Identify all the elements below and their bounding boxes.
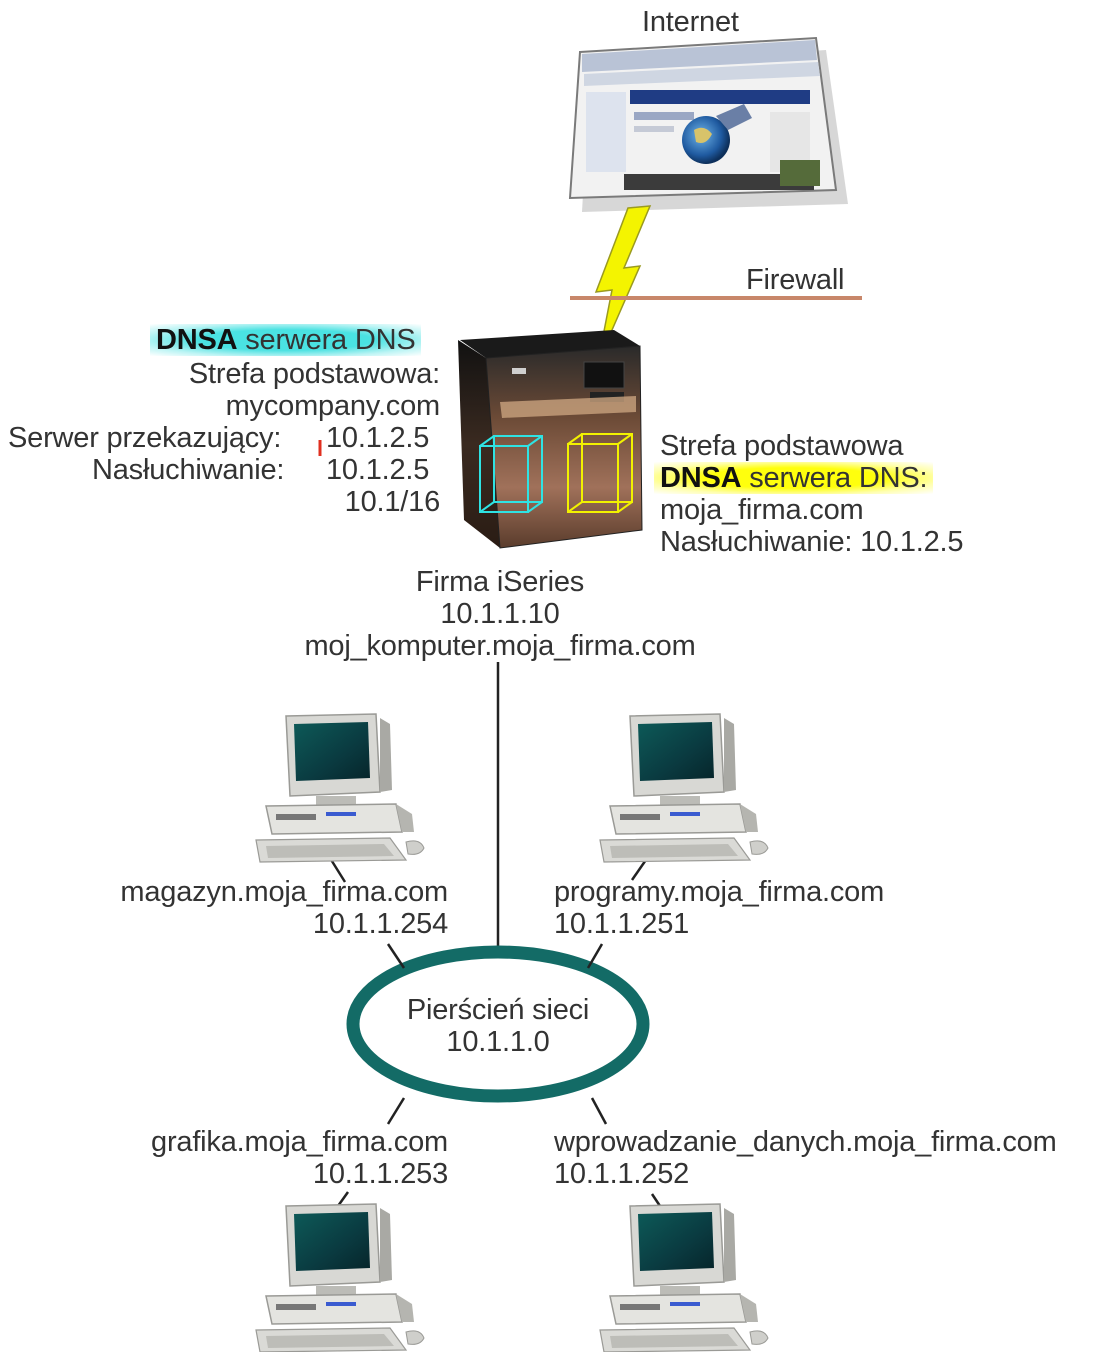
client-programy-ip: 10.1.1.251 (554, 908, 690, 940)
internet-label: Internet (642, 6, 739, 38)
dns-left-line5: 10.1/16 (344, 486, 441, 518)
dns-right-title: DNSA serwera DNS: (654, 462, 934, 494)
server-tower-icon (458, 330, 643, 549)
dns-right-line3: moja_firma.com (660, 494, 864, 526)
dns-right-line4: Nasłuchiwanie: 10.1.2.5 (660, 526, 964, 558)
lightning-icon (594, 205, 652, 363)
ring-name: Pierścień sieci (406, 994, 590, 1026)
client-wprowadzanie-ip: 10.1.1.252 (554, 1158, 690, 1190)
server-name: Firma iSeries (415, 566, 585, 598)
dns-left-title-rest: serwera DNS (237, 324, 416, 356)
client-wprowadzanie-host: wprowadzanie_danych.moja_firma.com (554, 1126, 1057, 1158)
dns-left-title: DNSA serwera DNS (150, 324, 422, 356)
dns-right-title-bold: DNSA (660, 462, 742, 494)
dns-right-line1: Strefa podstawowa (660, 430, 904, 462)
firewall-label: Firewall (746, 264, 845, 296)
computer-icon-programy (599, 713, 769, 863)
dns-left-title-bold: DNSA (156, 324, 238, 356)
dns-right-title-rest: serwera DNS: (741, 462, 928, 494)
client-magazyn-ip: 10.1.1.254 (312, 908, 448, 940)
network-ring (346, 945, 650, 1103)
client-grafika-ip: 10.1.1.253 (312, 1158, 448, 1190)
dns-left-line1: Strefa podstawowa: (188, 358, 440, 390)
computer-icon-magazyn (255, 713, 425, 863)
computer-icon-wprowadzanie (599, 1203, 769, 1352)
server-ip: 10.1.1.10 (440, 598, 560, 630)
client-programy-host: programy.moja_firma.com (554, 876, 885, 908)
ring-ip: 10.1.1.0 (446, 1026, 550, 1058)
dns-left-line4-label: Nasłuchiwanie: (92, 454, 285, 486)
dns-left-line4-value: 10.1.2.5 (326, 454, 430, 486)
server-host: moj_komputer.moja_firma.com (304, 630, 696, 662)
dns-left-line2: mycompany.com (225, 390, 441, 422)
dns-left-line3-label: Serwer przekazujący: (8, 422, 282, 454)
dns-left-line3-value: 10.1.2.5 (326, 422, 430, 454)
computer-icon-grafika (255, 1203, 425, 1352)
client-magazyn-host: magazyn.moja_firma.com (120, 876, 448, 908)
internet-browser-icon (568, 36, 848, 212)
client-grafika-host: grafika.moja_firma.com (151, 1126, 448, 1158)
